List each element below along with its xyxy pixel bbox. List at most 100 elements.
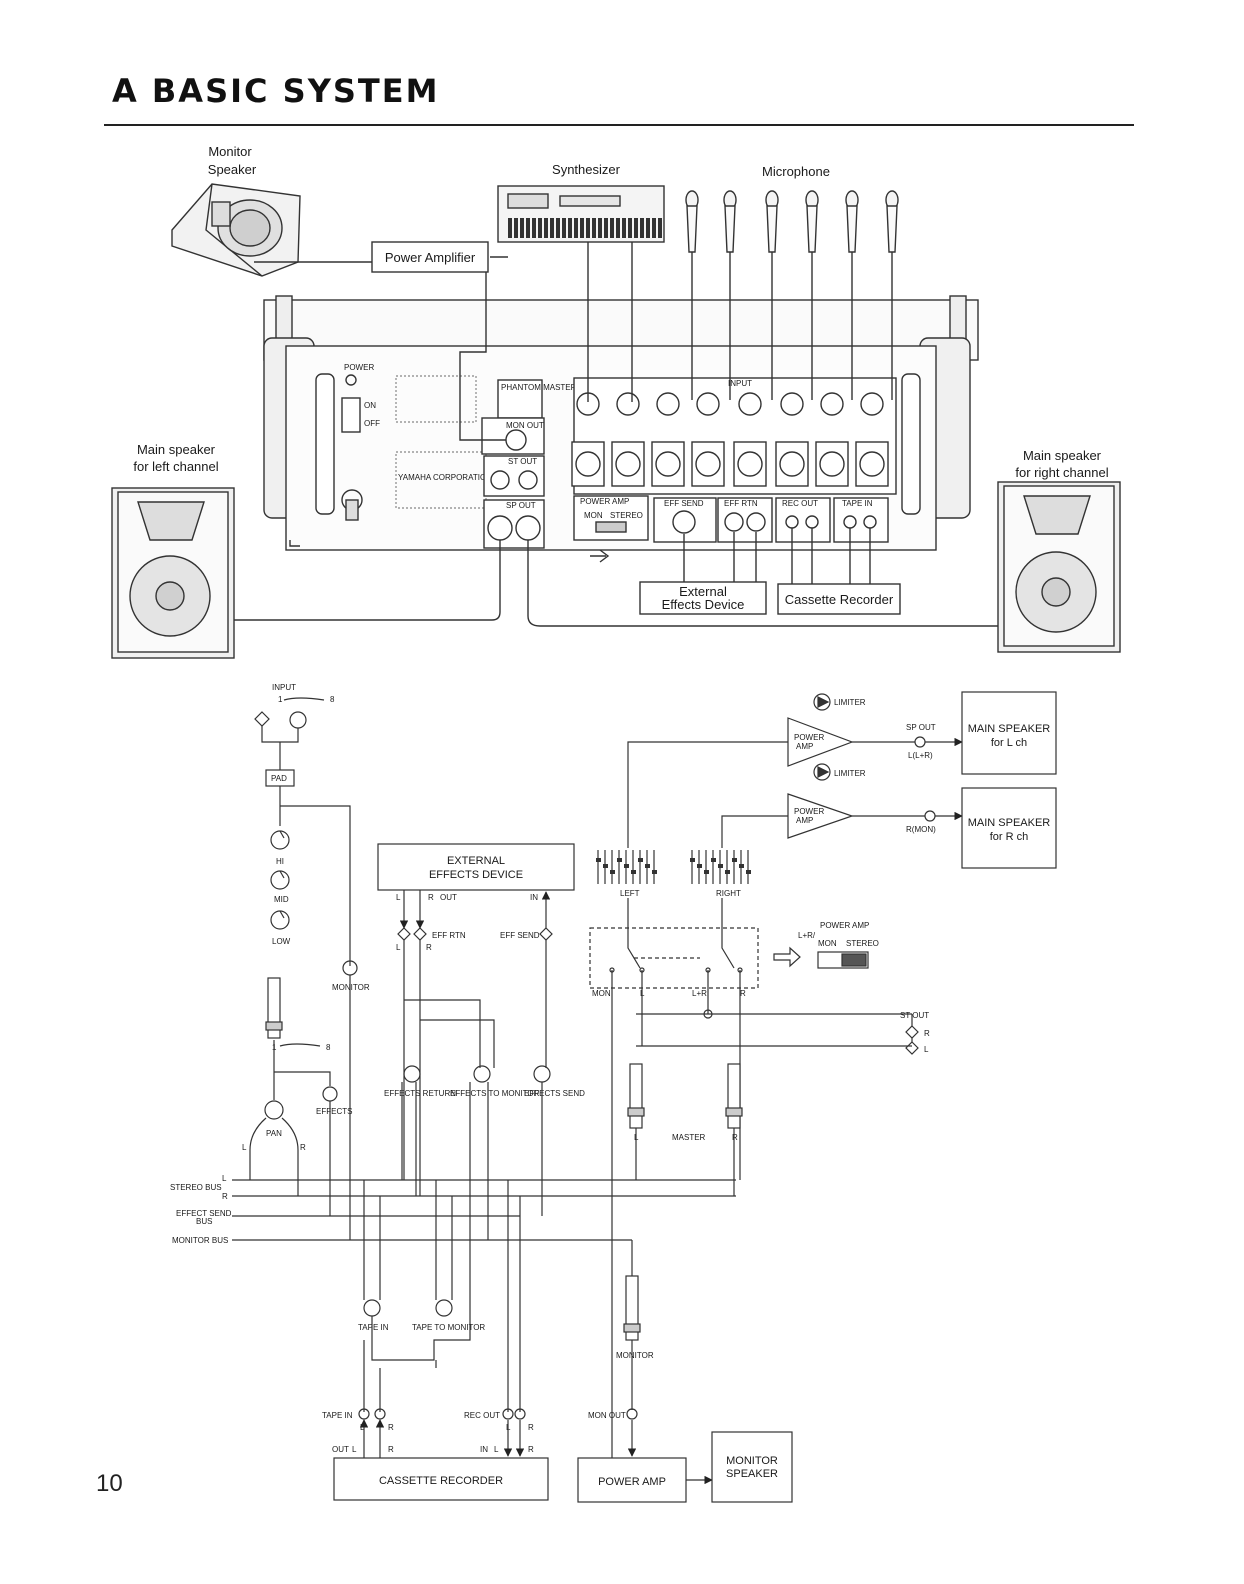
synthesizer-label: Synthesizer — [552, 162, 621, 177]
bd-r-mon: R(MON) — [906, 825, 936, 834]
bd-st-out: ST OUT — [900, 1011, 929, 1020]
page-number: 10 — [96, 1470, 123, 1497]
synth-key — [532, 218, 536, 238]
bd-power-amp-label: POWER AMP — [598, 1476, 666, 1488]
bd-effect-send-bus-1: EFFECT SEND — [176, 1209, 232, 1218]
bd-eff-rtn-jack-l — [397, 927, 411, 941]
bd-mon-out-jack — [626, 1408, 638, 1420]
monitor-speaker-label-2: Speaker — [208, 162, 257, 177]
synth-key — [562, 218, 566, 238]
bd-master-r: R — [732, 1133, 738, 1142]
bd-sp-out: SP OUT — [906, 723, 936, 732]
bd-eff-rtn: EFF RTN — [432, 931, 466, 940]
panel-phone-jack — [738, 392, 762, 416]
panel-xlr-jack — [655, 451, 681, 477]
connection-illustration: Monitor Speaker Power Amplifier Synthesi… — [111, 144, 1121, 659]
bd-stereo-bus-l: L — [222, 1174, 227, 1183]
monitor-speaker-label: Monitor — [208, 144, 252, 159]
bd-effects-return: EFFECTS RETURN — [384, 1089, 456, 1098]
bd-tape-in-jack-l — [358, 1408, 370, 1420]
bd-cassette-label: CASSETTE RECORDER — [379, 1475, 503, 1487]
bd-eff-send-jack — [539, 927, 553, 941]
bd-cass-in-l: L — [494, 1445, 499, 1454]
panel-xlr-jack — [859, 451, 885, 477]
bd-pan-label: PAN — [266, 1129, 282, 1138]
synth-key — [538, 218, 542, 238]
bd-ext-l: L — [396, 893, 401, 902]
panel-xlr-jack — [819, 451, 845, 477]
bd-effects-to-monitor: EFFECTS TO MONITOR — [450, 1089, 540, 1098]
main-speaker-right-illustration — [997, 481, 1121, 653]
eq-knob — [270, 910, 290, 930]
synth-key — [652, 218, 656, 238]
synth-key — [634, 218, 638, 238]
synth-key — [544, 218, 548, 238]
main-speaker-right-label-1: Main speaker — [1023, 448, 1102, 463]
synth-key — [514, 218, 518, 238]
bd-input-8: 8 — [330, 695, 335, 704]
bd-st-out-jack-l — [905, 1041, 919, 1055]
bd-ext-out: OUT — [440, 893, 457, 902]
bd-ext-2: EFFECTS DEVICE — [429, 869, 523, 881]
bd-input-1: 1 — [278, 695, 283, 704]
bd-effects-send: EFFECTS SEND — [524, 1089, 585, 1098]
bd-effects-knob-label: EFFECTS — [316, 1107, 352, 1116]
bd-main-l-2: for L ch — [991, 737, 1027, 749]
panel-eff-rtn: EFF RTN — [724, 499, 758, 508]
bd-st-out-jack-r — [905, 1025, 919, 1039]
bd-rec-out-r: R — [528, 1423, 534, 1432]
panel-input: INPUT — [728, 379, 752, 388]
synth-key — [658, 218, 662, 238]
synth-key — [646, 218, 650, 238]
bd-power-amp-box — [577, 1457, 687, 1503]
microphone-icon — [765, 190, 779, 253]
bd-main-r-1: MAIN SPEAKER — [968, 817, 1051, 829]
bd-pa2-l1: POWER — [794, 807, 824, 816]
bd-sw-lr: L+R — [692, 989, 707, 998]
synth-key — [604, 218, 608, 238]
panel-phone-jack — [696, 392, 720, 416]
bd-cass-out-l: L — [352, 1445, 357, 1454]
main-speaker-right-label-2: for right channel — [1015, 465, 1108, 480]
cassette-recorder-label: Cassette Recorder — [785, 592, 894, 607]
synth-key — [622, 218, 626, 238]
bd-sw-r: R — [740, 989, 746, 998]
power-amplifier-box — [371, 241, 489, 273]
bd-effects-return-knob — [403, 1065, 421, 1083]
panel-phone-jack — [616, 392, 640, 416]
external-effects-label-2: Effects Device — [662, 597, 745, 612]
synth-key — [616, 218, 620, 238]
panel-phone-jack — [780, 392, 804, 416]
bd-eff-rtn-r: R — [426, 943, 432, 952]
bd-pa2-l2: AMP — [796, 816, 813, 825]
bd-left: LEFT — [620, 889, 640, 898]
monitor-speaker-illustration — [171, 183, 301, 277]
bd-rec-out-jack-r — [514, 1408, 526, 1420]
panel-phone-jack — [656, 392, 680, 416]
panel-mon-out: MON OUT — [506, 421, 544, 430]
microphone-label: Microphone — [762, 164, 830, 179]
synth-key — [574, 218, 578, 238]
external-effects-box — [639, 581, 767, 615]
panel-power-amp: POWER AMP — [580, 497, 629, 506]
bd-ext-in: IN — [530, 893, 538, 902]
panel-tape-in: TAPE IN — [842, 499, 873, 508]
page-title: A BASIC SYSTEM — [112, 72, 440, 110]
panel-rec-out: REC OUT — [782, 499, 818, 508]
synth-key — [550, 218, 554, 238]
bd-cass-in-r: R — [528, 1445, 534, 1454]
cassette-recorder-box — [777, 583, 901, 615]
synth-key — [598, 218, 602, 238]
bd-input-label: INPUT — [272, 683, 296, 692]
mixer-rear-panel: POWER ON OFF YAMAHA CORPORATION PHANTOM … — [263, 295, 979, 563]
bd-eff-rtn-jack-r — [413, 927, 427, 941]
geq-left — [596, 850, 657, 884]
panel-xlr-jack — [737, 451, 763, 477]
bd-rec-out-jack-l — [502, 1408, 514, 1420]
synth-key — [610, 218, 614, 238]
synth-key — [580, 218, 584, 238]
panel-mon: MON — [584, 511, 603, 520]
bd-stereo-bus: STEREO BUS — [170, 1183, 222, 1192]
bd-ext-1: EXTERNAL — [447, 855, 505, 867]
